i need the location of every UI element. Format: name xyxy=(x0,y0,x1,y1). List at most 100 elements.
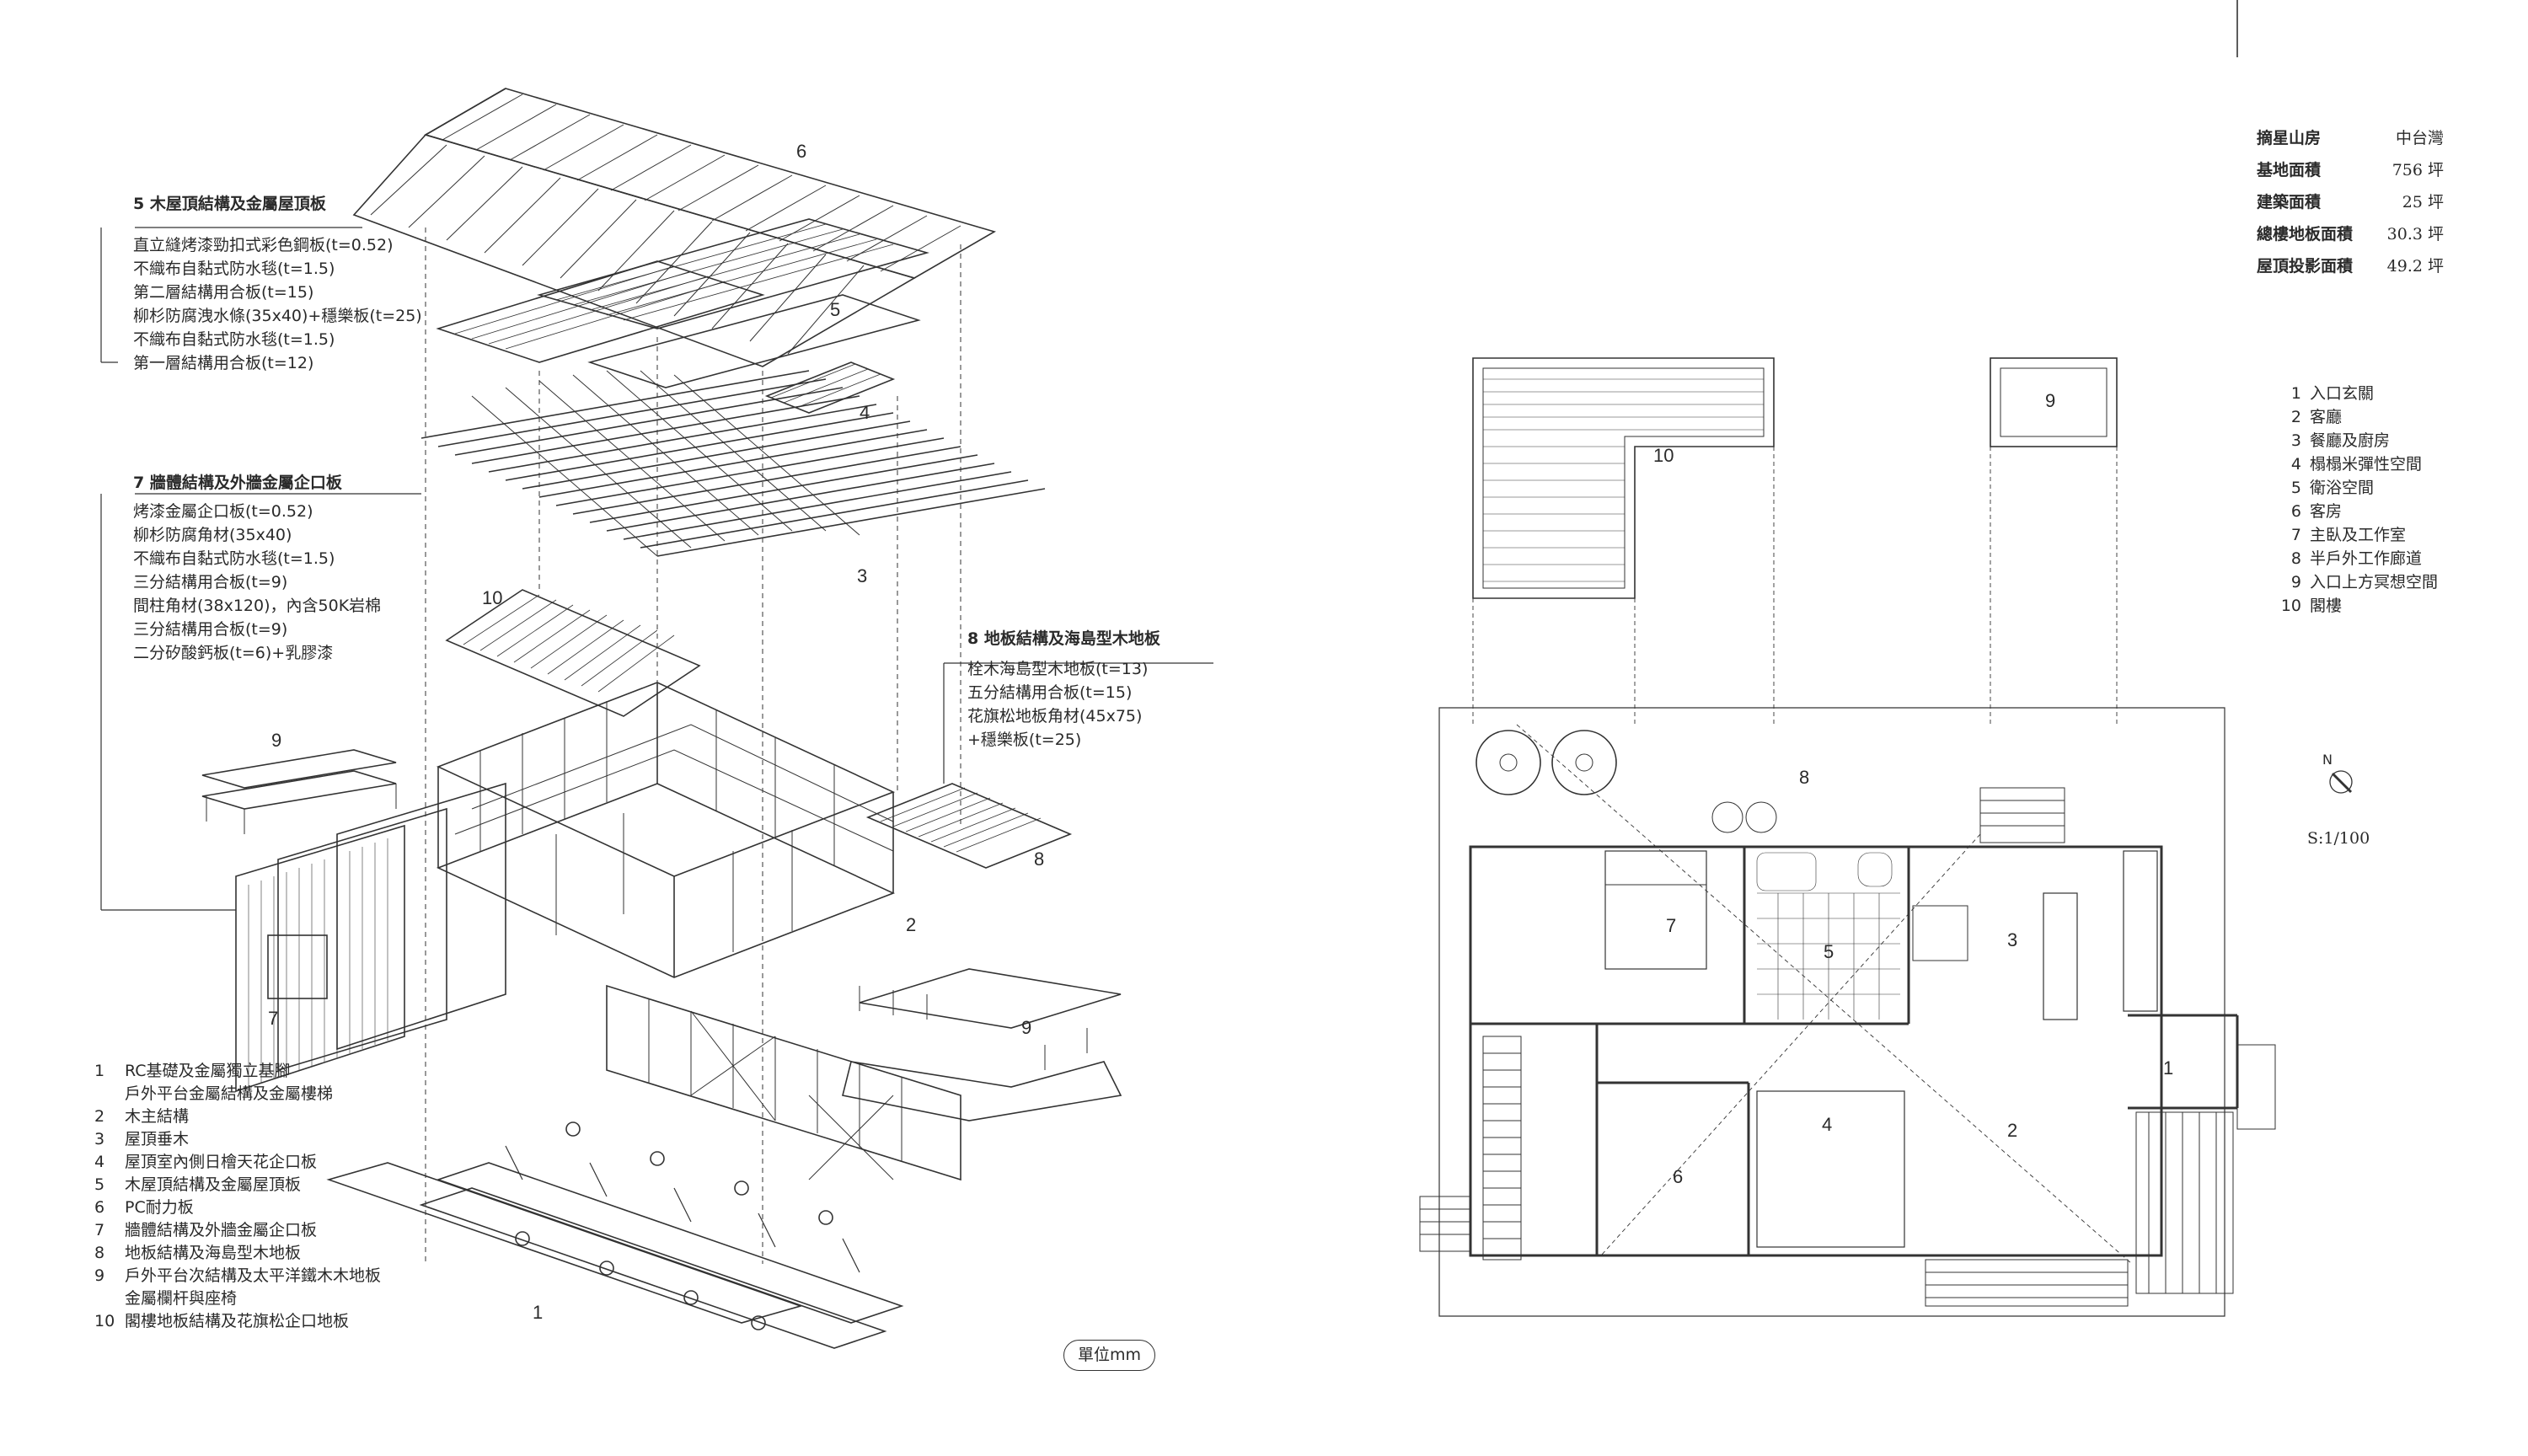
legend-num: 4 xyxy=(2290,455,2301,474)
legend-num: 8 xyxy=(94,1244,105,1262)
plan-number: 9 xyxy=(2045,390,2056,411)
plan-number: 7 xyxy=(1666,915,1677,936)
legend-text: 地板結構及海島型木地板 xyxy=(125,1244,302,1262)
legend-num: 3 xyxy=(2290,431,2301,450)
plan-number: 5 xyxy=(1824,941,1834,962)
legend-text: 金屬欄杆與座椅 xyxy=(125,1289,238,1308)
stats-label: 屋頂投影面積 xyxy=(2257,256,2354,276)
section7-item: 二分矽酸鈣板(t=6)+乳膠漆 xyxy=(133,644,334,662)
legend-text: 入口上方冥想空間 xyxy=(2310,573,2439,592)
stats-value: 756 坪 xyxy=(2391,160,2444,179)
legend-row: 6 PC耐力板 xyxy=(94,1200,381,1223)
legend-row: 5 木屋頂結構及金屬屋頂板 xyxy=(94,1177,381,1200)
axo-number: 9 xyxy=(271,730,282,751)
section7-item: 三分結構用合板(t=9) xyxy=(133,573,288,592)
unit-label: 單位mm xyxy=(1063,1340,1156,1371)
plan-walls xyxy=(1469,845,2239,1257)
stats-value: 中台灣 xyxy=(2395,128,2444,147)
section8-item: +穩樂板(t=25) xyxy=(967,731,1082,749)
legend-num: 1 xyxy=(94,1062,105,1080)
section8-item: 花旗松地板角材(45x75) xyxy=(967,707,1143,725)
legend-num xyxy=(94,1291,116,1314)
legend-text: 閣樓地板結構及花旗松企口地板 xyxy=(125,1312,350,1330)
stats-label: 摘星山房 xyxy=(2257,128,2322,147)
legend-num: 10 xyxy=(94,1312,115,1330)
stats-value: 49.2 坪 xyxy=(2386,256,2444,276)
deck-9-right xyxy=(842,968,1122,1121)
section7-item: 三分結構用合板(t=9) xyxy=(133,620,288,639)
legend-num: 2 xyxy=(2290,408,2301,426)
stats-label: 基地面積 xyxy=(2257,160,2322,179)
stats-row: 摘星山房 中台灣 xyxy=(2257,120,2444,153)
axo-number: 1 xyxy=(533,1302,544,1323)
plan-number: 6 xyxy=(1673,1166,1684,1187)
section7-item: 不織布自黏式防水毯(t=1.5) xyxy=(133,549,335,568)
legend-text: 牆體結構及外牆金屬企口板 xyxy=(125,1221,318,1239)
rafters-3 xyxy=(420,370,1046,557)
stats-value: 30.3 坪 xyxy=(2386,224,2444,244)
axo-number: 8 xyxy=(1034,848,1045,870)
section8-item: 五分結構用合板(t=15) xyxy=(967,683,1133,702)
legend-num: 5 xyxy=(94,1175,105,1194)
legend-text: 客房 xyxy=(2310,502,2343,521)
north-arrow-icon xyxy=(2329,770,2353,794)
plan-room-9 xyxy=(1990,357,2118,447)
stats-row: 總樓地板面積 30.3 坪 xyxy=(2257,217,2444,249)
roof-layers-5 xyxy=(436,218,929,388)
legend-num: 10 xyxy=(2280,597,2301,615)
legend-row: 1 RC基礎及金屬獨立基腳 xyxy=(94,1063,381,1086)
section7-item: 烤漆金屬企口板(t=0.52) xyxy=(133,502,313,521)
legend-row: 金屬欄杆與座椅 xyxy=(94,1291,381,1314)
plan-number: 4 xyxy=(1822,1114,1833,1135)
section5-title: 5 木屋頂結構及金屬屋頂板 xyxy=(133,195,326,213)
legend-text: 戶外平台金屬結構及金屬樓梯 xyxy=(125,1084,334,1103)
axo-number: 9 xyxy=(1021,1017,1032,1038)
stats-label: 建築面積 xyxy=(2257,192,2322,211)
section5-item: 不織布自黏式防水毯(t=1.5) xyxy=(133,260,335,278)
plan-bath-tiles xyxy=(1756,852,1900,1020)
axo-guides xyxy=(425,228,961,1264)
stats-row: 屋頂投影面積 49.2 坪 xyxy=(2257,249,2444,281)
plan-guides xyxy=(1438,447,2225,1317)
section5-item: 第一層結構用合板(t=12) xyxy=(133,354,314,372)
legend-text: 榻榻米彈性空間 xyxy=(2310,455,2423,474)
north-label: N xyxy=(2322,752,2333,768)
legend-num: 7 xyxy=(94,1221,105,1239)
plan-number: 2 xyxy=(2007,1120,2018,1141)
plan-number: 10 xyxy=(1653,445,1674,466)
legend-num: 6 xyxy=(94,1198,105,1217)
legend-text: PC耐力板 xyxy=(125,1198,194,1217)
legend-text: 木屋頂結構及金屬屋頂板 xyxy=(125,1175,302,1194)
legend-num: 2 xyxy=(94,1107,105,1126)
legend-text: 客廳 xyxy=(2310,408,2343,426)
axo-number: 3 xyxy=(857,565,868,586)
section7-item: 柳杉防腐角材(35x40) xyxy=(133,526,292,544)
legend-row: 戶外平台金屬結構及金屬樓梯 xyxy=(94,1086,381,1109)
axo-number: 10 xyxy=(482,587,503,608)
wall-panels-7 xyxy=(235,782,506,1093)
legend-num: 4 xyxy=(94,1153,105,1171)
legend-row: 7 牆體結構及外牆金屬企口板 xyxy=(94,1223,381,1245)
legend-row: 4 榻榻米彈性空間 xyxy=(2279,457,2438,480)
legend-text: RC基礎及金屬獨立基腳 xyxy=(125,1062,291,1080)
axo-leaders xyxy=(100,227,1213,911)
loft-10 xyxy=(445,589,701,717)
legend-text: 戶外平台次結構及太平洋鐵木木地板 xyxy=(125,1266,382,1285)
legend-num: 3 xyxy=(94,1130,105,1148)
pc-wall-6 xyxy=(606,984,961,1181)
timber-frame-2 xyxy=(436,682,896,978)
legend-text: 主臥及工作室 xyxy=(2310,526,2407,544)
legend-row: 8 地板結構及海島型木地板 xyxy=(94,1245,381,1268)
stats-value: 25 坪 xyxy=(2402,192,2444,211)
axo-number: 7 xyxy=(268,1008,279,1029)
